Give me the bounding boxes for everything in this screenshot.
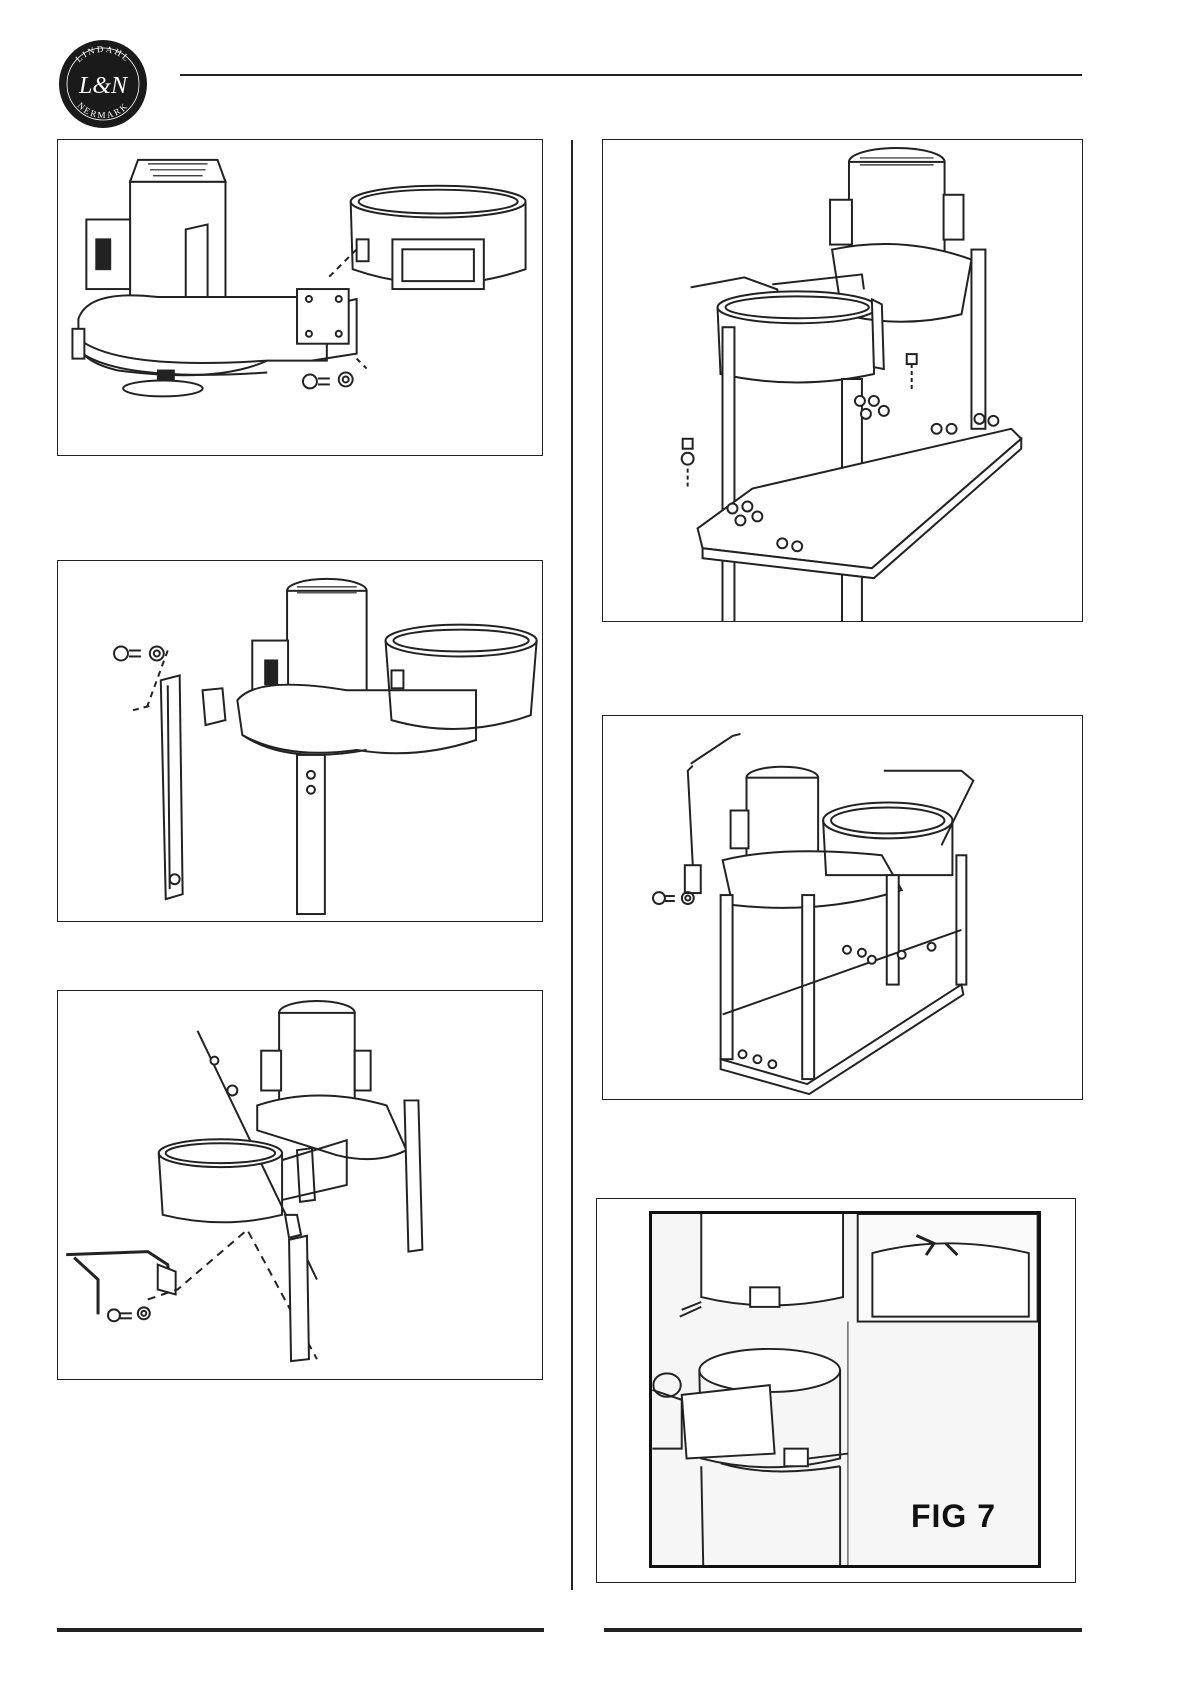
figure-7-bag-clamp-photo: FIG 7 bbox=[596, 1198, 1076, 1583]
header-rule bbox=[180, 74, 1082, 76]
figure-7-photo-frame: FIG 7 bbox=[649, 1211, 1041, 1568]
logo-monogram: L&N bbox=[78, 73, 129, 99]
figure-2-leg-attachment bbox=[57, 560, 543, 922]
footer-rule-right bbox=[604, 1628, 1082, 1632]
brand-logo: LINDAHL NERMARK L&N bbox=[57, 38, 149, 130]
figure-7-caption: FIG 7 bbox=[911, 1498, 996, 1535]
figure-1-motor-blower-assembly bbox=[57, 139, 543, 456]
figure-3-handle-attachment bbox=[57, 990, 543, 1380]
figure-5-complete-stand bbox=[602, 715, 1083, 1100]
figure-4-base-legs bbox=[602, 139, 1083, 622]
footer-rule-left bbox=[57, 1628, 544, 1632]
column-divider bbox=[571, 140, 573, 1590]
